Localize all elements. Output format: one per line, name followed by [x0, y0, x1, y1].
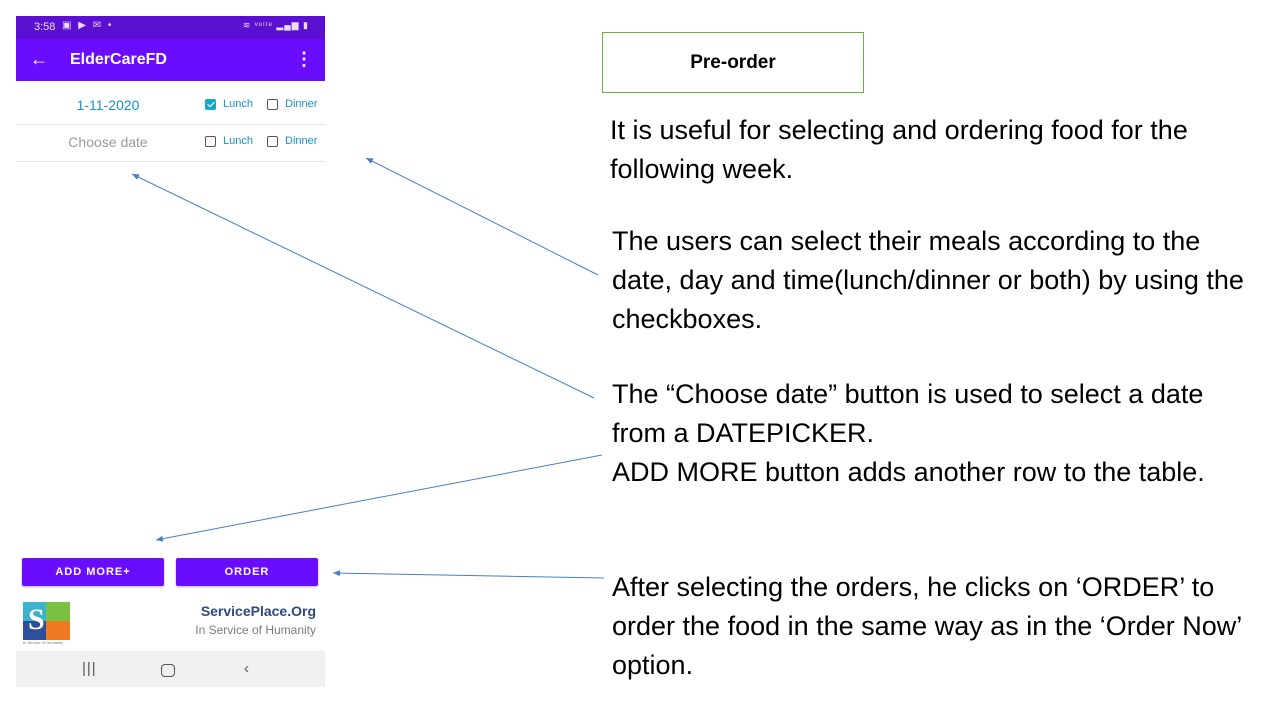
choose-date-button[interactable]: Choose date — [68, 134, 148, 150]
dinner-checkbox[interactable] — [267, 99, 278, 110]
status-bar: 3:58 ▣ ▶ ✉ • ≋ ᵛᵒˡᵗᵉ ▂▄▆ ▮ — [16, 16, 325, 39]
note-order: After selecting the orders, he clicks on… — [612, 572, 1242, 680]
lunch-checkbox[interactable] — [205, 99, 216, 110]
arrow-to-choose-date — [131, 173, 595, 399]
org-tagline: In Service of Humanity — [195, 623, 316, 637]
serviceplace-logo: S — [23, 602, 70, 640]
section-title: Pre-order — [690, 51, 776, 73]
recent-apps-icon[interactable]: ||| — [82, 660, 97, 677]
back-arrow-icon[interactable]: ← — [30, 49, 48, 69]
table-row: 1-11-2020 Lunch Dinner — [16, 87, 325, 125]
arrow-to-order — [332, 570, 605, 579]
table-row: Choose date Lunch Dinner — [16, 124, 325, 162]
logo-mark: S — [28, 603, 45, 636]
logo-caption: In Service of Humanity — [23, 640, 64, 645]
system-nav-bar: ||| ‹ — [16, 651, 325, 687]
dinner-checkbox[interactable] — [267, 136, 278, 147]
lunch-label[interactable]: Lunch — [223, 98, 253, 110]
lunch-label[interactable]: Lunch — [223, 135, 253, 147]
signal-battery-icons: ≋ ᵛᵒˡᵗᵉ ▂▄▆ ▮ — [242, 20, 309, 30]
add-more-button[interactable]: ADD MORE+ — [22, 558, 164, 586]
overflow-menu-icon[interactable]: ⋮ — [295, 49, 313, 69]
arrow-to-add-more — [155, 454, 603, 542]
note-datepicker-line: The “Choose date” button is used to sele… — [612, 379, 1204, 448]
status-time: 3:58 — [34, 21, 56, 33]
section-title-box: Pre-order — [602, 32, 864, 93]
app-title: ElderCareFD — [70, 51, 167, 68]
arrow-to-checkboxes — [365, 157, 599, 276]
org-name: ServicePlace.Org — [200, 603, 316, 619]
note-checkboxes: The users can select their meals accordi… — [612, 226, 1244, 334]
home-icon[interactable] — [161, 664, 175, 677]
dinner-label[interactable]: Dinner — [285, 98, 318, 110]
note-datepicker: The “Choose date” button is used to sele… — [612, 375, 1262, 492]
app-bar: ← ElderCareFD ⋮ — [16, 39, 325, 81]
phone-screen: 3:58 ▣ ▶ ✉ • ≋ ᵛᵒˡᵗᵉ ▂▄▆ ▮ ← ElderCareFD… — [16, 16, 325, 687]
nav-back-icon[interactable]: ‹ — [244, 660, 249, 677]
notification-icons: ▣ ▶ ✉ • — [62, 20, 114, 31]
note-overview: It is useful for selecting and ordering … — [610, 115, 1188, 184]
order-button[interactable]: ORDER — [176, 558, 318, 586]
lunch-checkbox[interactable] — [205, 136, 216, 147]
dinner-label[interactable]: Dinner — [285, 135, 318, 147]
note-add-more-line: ADD MORE button adds another row to the … — [612, 457, 1205, 487]
date-value[interactable]: 1-11-2020 — [76, 97, 140, 113]
